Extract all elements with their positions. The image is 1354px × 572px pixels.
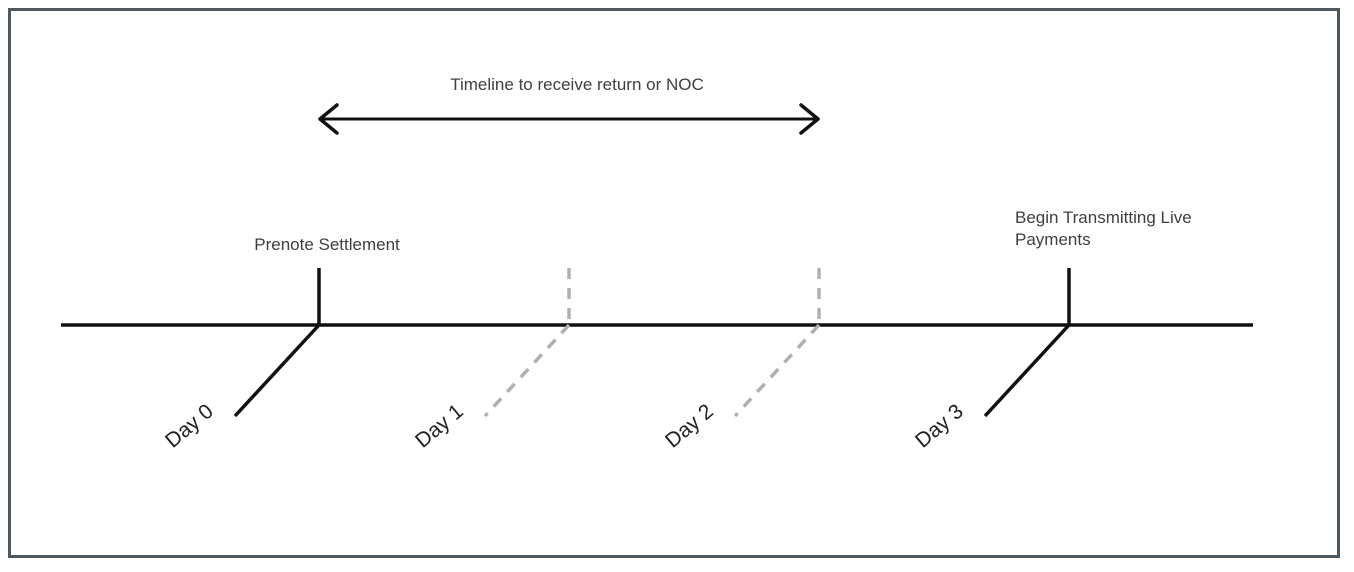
marker-day-2 bbox=[733, 268, 821, 418]
marker-leader-day-3 bbox=[983, 323, 1071, 418]
span-arrow-label: Timeline to receive return or NOC bbox=[450, 75, 704, 94]
event-label-prenote-settlement: Prenote Settlement bbox=[254, 235, 400, 254]
marker-day-1 bbox=[483, 268, 571, 418]
marker-leader-day-1 bbox=[483, 323, 571, 418]
diagram-frame-border: Timeline to receive return or NOC Prenot… bbox=[8, 8, 1340, 558]
marker-day-0 bbox=[233, 268, 321, 418]
timeline-diagram-svg bbox=[61, 103, 1253, 418]
marker-day-3 bbox=[983, 268, 1071, 418]
marker-leader-day-0 bbox=[233, 323, 321, 418]
span-arrow bbox=[318, 103, 820, 135]
span-arrow-head-left bbox=[318, 103, 339, 135]
event-label-begin-transmitting-live-payments: Begin Transmitting Live Payments bbox=[1015, 208, 1192, 249]
span-arrow-head-right bbox=[799, 103, 820, 135]
marker-leader-day-2 bbox=[733, 323, 821, 418]
